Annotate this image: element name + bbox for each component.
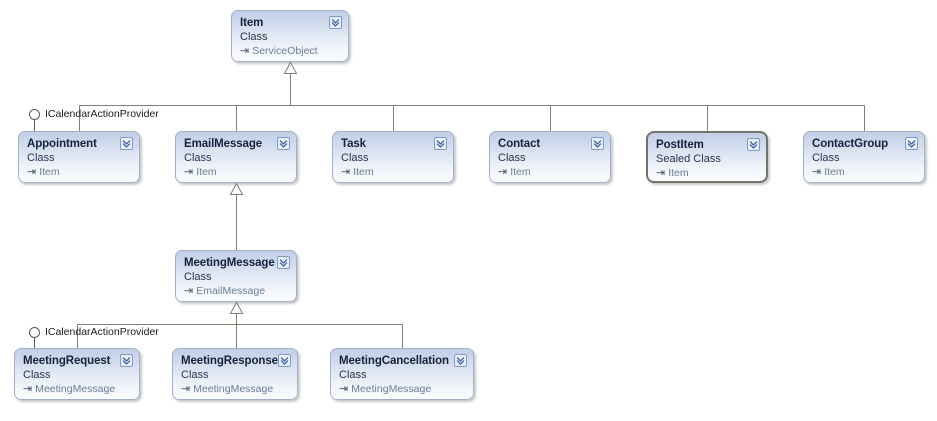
- inheritance-arrowhead-emailmessage: [229, 182, 244, 195]
- inheritance-arrow-glyph: ⇥: [184, 285, 194, 297]
- interface-label: ICalendarActionProvider: [45, 108, 159, 120]
- class-kind: Class: [184, 152, 212, 164]
- class-name: MeetingRequest: [23, 355, 111, 367]
- class-base: ⇥ MeetingMessage: [181, 382, 289, 396]
- inheritance-arrow-glyph: ⇥: [656, 167, 666, 179]
- class-node-task[interactable]: Task Class ⇥ Item: [332, 131, 454, 183]
- class-node-emailmessage[interactable]: EmailMessage Class ⇥ Item: [175, 131, 297, 183]
- interface-lollipop-appointment[interactable]: ICalendarActionProvider: [29, 108, 159, 120]
- collapse-chevron-icon[interactable]: [120, 137, 133, 150]
- collapse-chevron-icon[interactable]: [277, 137, 290, 150]
- class-base-name: Item: [668, 167, 689, 179]
- class-node-item[interactable]: Item Class ⇥ ServiceObject: [231, 10, 349, 62]
- class-name: Task: [341, 138, 366, 150]
- class-node-appointment[interactable]: Appointment Class ⇥ Item: [18, 131, 140, 183]
- inheritance-arrow-glyph: ⇥: [184, 166, 194, 178]
- inheritance-arrow-glyph: ⇥: [240, 45, 250, 57]
- class-node-meetingresponse[interactable]: MeetingResponse Class ⇥ MeetingMessage: [172, 348, 298, 400]
- class-base-name: MeetingMessage: [193, 383, 274, 395]
- class-base-name: Item: [824, 166, 845, 178]
- class-base: ⇥ Item: [498, 165, 602, 179]
- class-base: ⇥ MeetingMessage: [339, 382, 465, 396]
- class-name: MeetingResponse: [181, 355, 278, 367]
- class-node-meetingcancellation[interactable]: MeetingCancellation Class ⇥ MeetingMessa…: [330, 348, 474, 400]
- class-base-name: ServiceObject: [252, 45, 318, 57]
- class-name: Contact: [498, 138, 541, 150]
- collapse-chevron-icon[interactable]: [747, 138, 760, 151]
- inheritance-arrowhead-meetingmessage: [229, 301, 244, 314]
- collapse-chevron-icon[interactable]: [278, 354, 291, 367]
- inheritance-arrow-glyph: ⇥: [341, 166, 351, 178]
- class-base: ⇥ Item: [184, 165, 288, 179]
- inheritance-arrow-glyph: ⇥: [339, 383, 349, 395]
- class-node-meetingrequest[interactable]: MeetingRequest Class ⇥ MeetingMessage: [14, 348, 140, 400]
- inheritance-arrow-glyph: ⇥: [27, 166, 37, 178]
- class-name: Item: [240, 17, 264, 29]
- class-kind: Class: [240, 31, 268, 43]
- inheritance-arrow-glyph: ⇥: [23, 383, 33, 395]
- class-base-name: Item: [196, 166, 217, 178]
- collapse-chevron-icon[interactable]: [434, 137, 447, 150]
- class-kind: Class: [181, 369, 209, 381]
- class-base: ⇥ Item: [341, 165, 445, 179]
- class-base: ⇥ EmailMessage: [184, 284, 288, 298]
- class-kind: Class: [341, 152, 369, 164]
- inheritance-arrow-glyph: ⇥: [812, 166, 822, 178]
- class-base: ⇥ Item: [656, 166, 758, 180]
- inheritance-arrow-glyph: ⇥: [181, 383, 191, 395]
- collapse-chevron-icon[interactable]: [120, 354, 133, 367]
- collapse-chevron-icon[interactable]: [277, 256, 290, 269]
- class-kind: Class: [27, 152, 55, 164]
- class-base-name: Item: [353, 166, 374, 178]
- class-name: PostItem: [656, 139, 704, 151]
- collapse-chevron-icon[interactable]: [591, 137, 604, 150]
- collapse-chevron-icon[interactable]: [329, 16, 342, 29]
- collapse-chevron-icon[interactable]: [905, 137, 918, 150]
- inheritance-arrow-glyph: ⇥: [498, 166, 508, 178]
- class-kind: Class: [184, 271, 212, 283]
- class-base: ⇥ ServiceObject: [240, 44, 340, 58]
- class-kind: Class: [23, 369, 51, 381]
- class-kind: Class: [339, 369, 367, 381]
- class-kind: Class: [812, 152, 840, 164]
- class-name: Appointment: [27, 138, 97, 150]
- class-node-contact[interactable]: Contact Class ⇥ Item: [489, 131, 611, 183]
- class-base: ⇥ MeetingMessage: [23, 382, 131, 396]
- class-base-name: Item: [39, 166, 60, 178]
- class-base: ⇥ Item: [27, 165, 131, 179]
- lollipop-circle-icon: [29, 108, 40, 120]
- inheritance-arrowhead-item: [283, 61, 298, 74]
- class-name: MeetingCancellation: [339, 355, 449, 367]
- class-node-contactgroup[interactable]: ContactGroup Class ⇥ Item: [803, 131, 925, 183]
- class-node-meetingmessage[interactable]: MeetingMessage Class ⇥ EmailMessage: [175, 250, 297, 302]
- class-base: ⇥ Item: [812, 165, 916, 179]
- class-node-postitem[interactable]: PostItem Sealed Class ⇥ Item: [646, 131, 768, 183]
- class-name: EmailMessage: [184, 138, 263, 150]
- interface-lollipop-meetingrequest[interactable]: ICalendarActionProvider: [29, 326, 159, 338]
- class-name: ContactGroup: [812, 138, 889, 150]
- lollipop-circle-icon: [29, 326, 40, 338]
- class-kind: Sealed Class: [656, 153, 721, 165]
- collapse-chevron-icon[interactable]: [454, 354, 467, 367]
- interface-label: ICalendarActionProvider: [45, 326, 159, 338]
- class-name: MeetingMessage: [184, 257, 275, 269]
- class-base-name: MeetingMessage: [351, 383, 432, 395]
- class-kind: Class: [498, 152, 526, 164]
- class-base-name: MeetingMessage: [35, 383, 116, 395]
- class-base-name: EmailMessage: [196, 285, 266, 297]
- class-base-name: Item: [510, 166, 531, 178]
